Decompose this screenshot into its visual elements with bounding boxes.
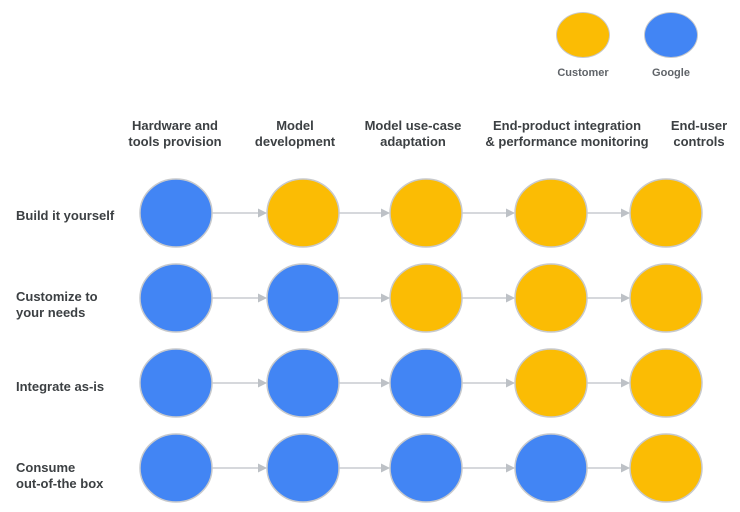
column-header-use-case-adaptation: Model use-case adaptation (364, 118, 462, 149)
customer-circle (629, 178, 703, 248)
legend-google-label: Google (652, 67, 690, 79)
row-label-consume: Consume out-of-the box (16, 460, 104, 491)
legend-customer-label: Customer (557, 67, 609, 79)
google-circle (266, 433, 340, 503)
column-header-integration-monitoring: End-product integration & performance mo… (485, 118, 649, 149)
google-circle (139, 178, 213, 248)
row-label-build-it-yourself: Build it yourself (16, 208, 115, 223)
google-circle (514, 433, 588, 503)
legend-customer-icon (556, 12, 610, 58)
column-header-model-development: Model development (254, 118, 336, 149)
customer-circle (389, 263, 463, 333)
customer-circle (266, 178, 340, 248)
google-circle (139, 348, 213, 418)
customer-circle (514, 263, 588, 333)
customer-circle (514, 178, 588, 248)
google-circle (139, 433, 213, 503)
column-header-hardware: Hardware and tools provision (128, 118, 222, 149)
google-circle (389, 348, 463, 418)
google-circle (139, 263, 213, 333)
customer-circle (629, 348, 703, 418)
legend-google-icon (644, 12, 698, 58)
google-circle (266, 348, 340, 418)
customer-circle (514, 348, 588, 418)
google-circle (389, 433, 463, 503)
google-circle (266, 263, 340, 333)
customer-circle (629, 263, 703, 333)
customer-circle (389, 178, 463, 248)
row-label-customize: Customize to your needs (16, 289, 98, 320)
column-header-end-user-controls: End-user controls (670, 118, 728, 149)
customer-circle (629, 433, 703, 503)
row-label-integrate-as-is: Integrate as-is (16, 379, 105, 394)
